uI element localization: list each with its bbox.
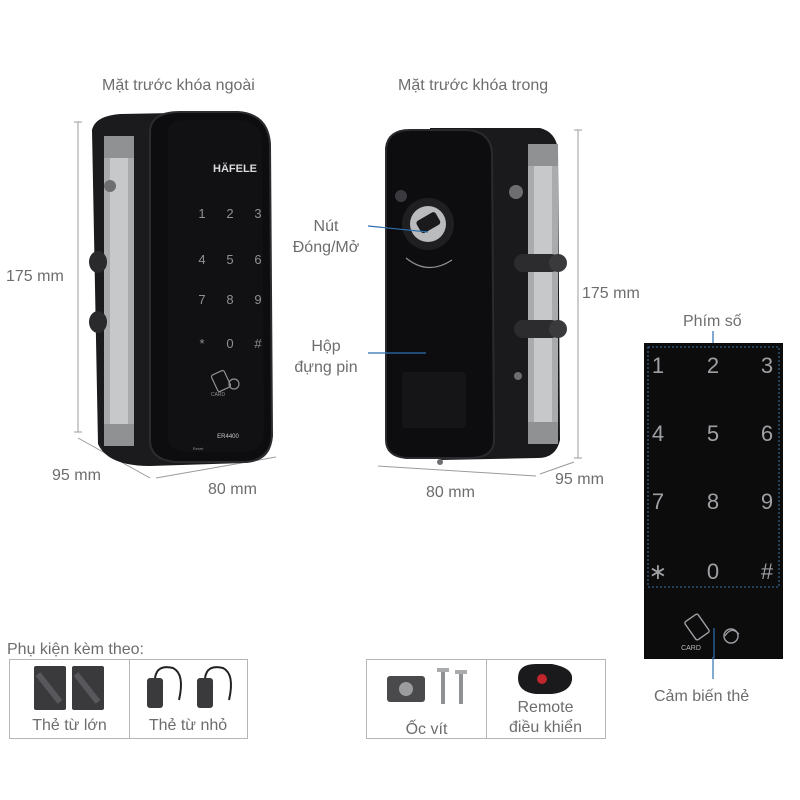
remote-label-line2: điều khiển bbox=[509, 719, 582, 736]
small-card-icon bbox=[147, 666, 232, 708]
outer-keypad: 1 2 3 4 5 6 7 8 9 * 0 # bbox=[198, 206, 262, 351]
outer-key: * bbox=[199, 336, 204, 351]
accessory-screws: Ốc vít bbox=[367, 660, 487, 738]
outer-width-dimension: 80 mm bbox=[208, 481, 257, 498]
inner-depth-dimension: 95 mm bbox=[555, 471, 604, 488]
closeup-key: 4 bbox=[652, 421, 664, 446]
closeup-key: 8 bbox=[707, 489, 719, 514]
closeup-key: 2 bbox=[707, 353, 719, 378]
outer-lock-illustration: HÄFELE 1 2 3 4 5 6 7 8 9 * 0 # CARD ER44… bbox=[74, 111, 277, 479]
outer-height-dimension: 175 mm bbox=[6, 268, 64, 285]
outer-key: 4 bbox=[198, 252, 205, 267]
remote-label-line1: Remote bbox=[517, 699, 574, 716]
accessory-large-card: Thẻ từ lớn bbox=[10, 660, 130, 738]
closeup-key: ∗ bbox=[649, 559, 667, 584]
closeup-key: # bbox=[761, 559, 774, 584]
accessory-remote: Remote điều khiển bbox=[486, 660, 605, 738]
outer-key: 1 bbox=[198, 206, 205, 221]
battery-callout-line2: đựng pin bbox=[294, 359, 358, 376]
outer-brand-text: HÄFELE bbox=[213, 162, 257, 175]
outer-reset-label: Reset bbox=[193, 446, 204, 451]
knob-callout-line2: Đóng/Mở bbox=[292, 239, 360, 256]
inner-lock-illustration bbox=[377, 128, 582, 477]
outer-depth-dimension: 95 mm bbox=[52, 467, 101, 484]
outer-key: 7 bbox=[198, 292, 205, 307]
closeup-key: 6 bbox=[761, 421, 773, 446]
outer-key: 0 bbox=[226, 336, 233, 351]
card-sensor-callout: Cảm biến thẻ bbox=[654, 688, 750, 705]
inner-width-dimension: 80 mm bbox=[426, 484, 475, 501]
outer-lock-caption: Mặt trước khóa ngoài bbox=[102, 77, 255, 94]
outer-key: 3 bbox=[254, 206, 261, 221]
knob-callout: Nút Đóng/Mở bbox=[290, 216, 362, 258]
knob-callout-line1: Nút bbox=[313, 218, 339, 235]
remote-icon bbox=[518, 664, 573, 694]
keypad-closeup-art: 1 2 3 4 5 6 7 8 9 ∗ 0 # CARD bbox=[647, 346, 780, 658]
large-card-icon bbox=[34, 666, 104, 710]
closeup-card-label: CARD bbox=[681, 645, 701, 652]
keypad-callout: Phím số bbox=[683, 313, 742, 330]
battery-callout-line1: Hộp bbox=[311, 338, 341, 355]
closeup-key: 7 bbox=[652, 489, 664, 514]
battery-callout-line bbox=[368, 352, 426, 354]
outer-key: 6 bbox=[254, 252, 261, 267]
keypad-callout-line bbox=[712, 331, 714, 345]
outer-card-icon bbox=[210, 369, 240, 393]
closeup-key: 9 bbox=[761, 489, 773, 514]
battery-callout: Hộp đựng pin bbox=[290, 336, 362, 378]
keypad-closeup: 1 2 3 4 5 6 7 8 9 ∗ 0 # CARD bbox=[644, 343, 783, 659]
inner-lock-caption: Mặt trước khóa trong bbox=[398, 77, 549, 94]
screws-label: Ốc vít bbox=[405, 721, 448, 738]
outer-key: 8 bbox=[226, 292, 233, 307]
accessories-cards-box: Thẻ từ lớn Thẻ từ nhỏ bbox=[9, 659, 248, 739]
outer-key: 9 bbox=[254, 292, 261, 307]
closeup-key: 3 bbox=[761, 353, 773, 378]
knob-callout-line bbox=[367, 225, 429, 233]
outer-key: # bbox=[254, 336, 262, 351]
closeup-key: 5 bbox=[707, 421, 719, 446]
outer-key: 5 bbox=[226, 252, 233, 267]
outer-key: 2 bbox=[226, 206, 233, 221]
large-card-label: Thẻ từ lớn bbox=[32, 717, 107, 734]
closeup-key: 0 bbox=[707, 559, 719, 584]
closeup-key: 1 bbox=[652, 353, 664, 378]
small-card-label: Thẻ từ nhỏ bbox=[148, 717, 228, 734]
screws-icon bbox=[387, 668, 467, 704]
accessories-hardware-box: Ốc vít Remote điều khiển bbox=[366, 659, 606, 739]
accessories-heading: Phụ kiện kèm theo: bbox=[7, 641, 144, 658]
inner-height-dimension: 175 mm bbox=[582, 285, 640, 302]
outer-card-label: CARD bbox=[211, 392, 226, 398]
card-sensor-callout-line bbox=[712, 657, 714, 679]
accessory-small-card: Thẻ từ nhỏ bbox=[129, 660, 247, 738]
outer-model-text: ER4400 bbox=[217, 434, 239, 440]
closeup-card-icon bbox=[684, 613, 740, 644]
